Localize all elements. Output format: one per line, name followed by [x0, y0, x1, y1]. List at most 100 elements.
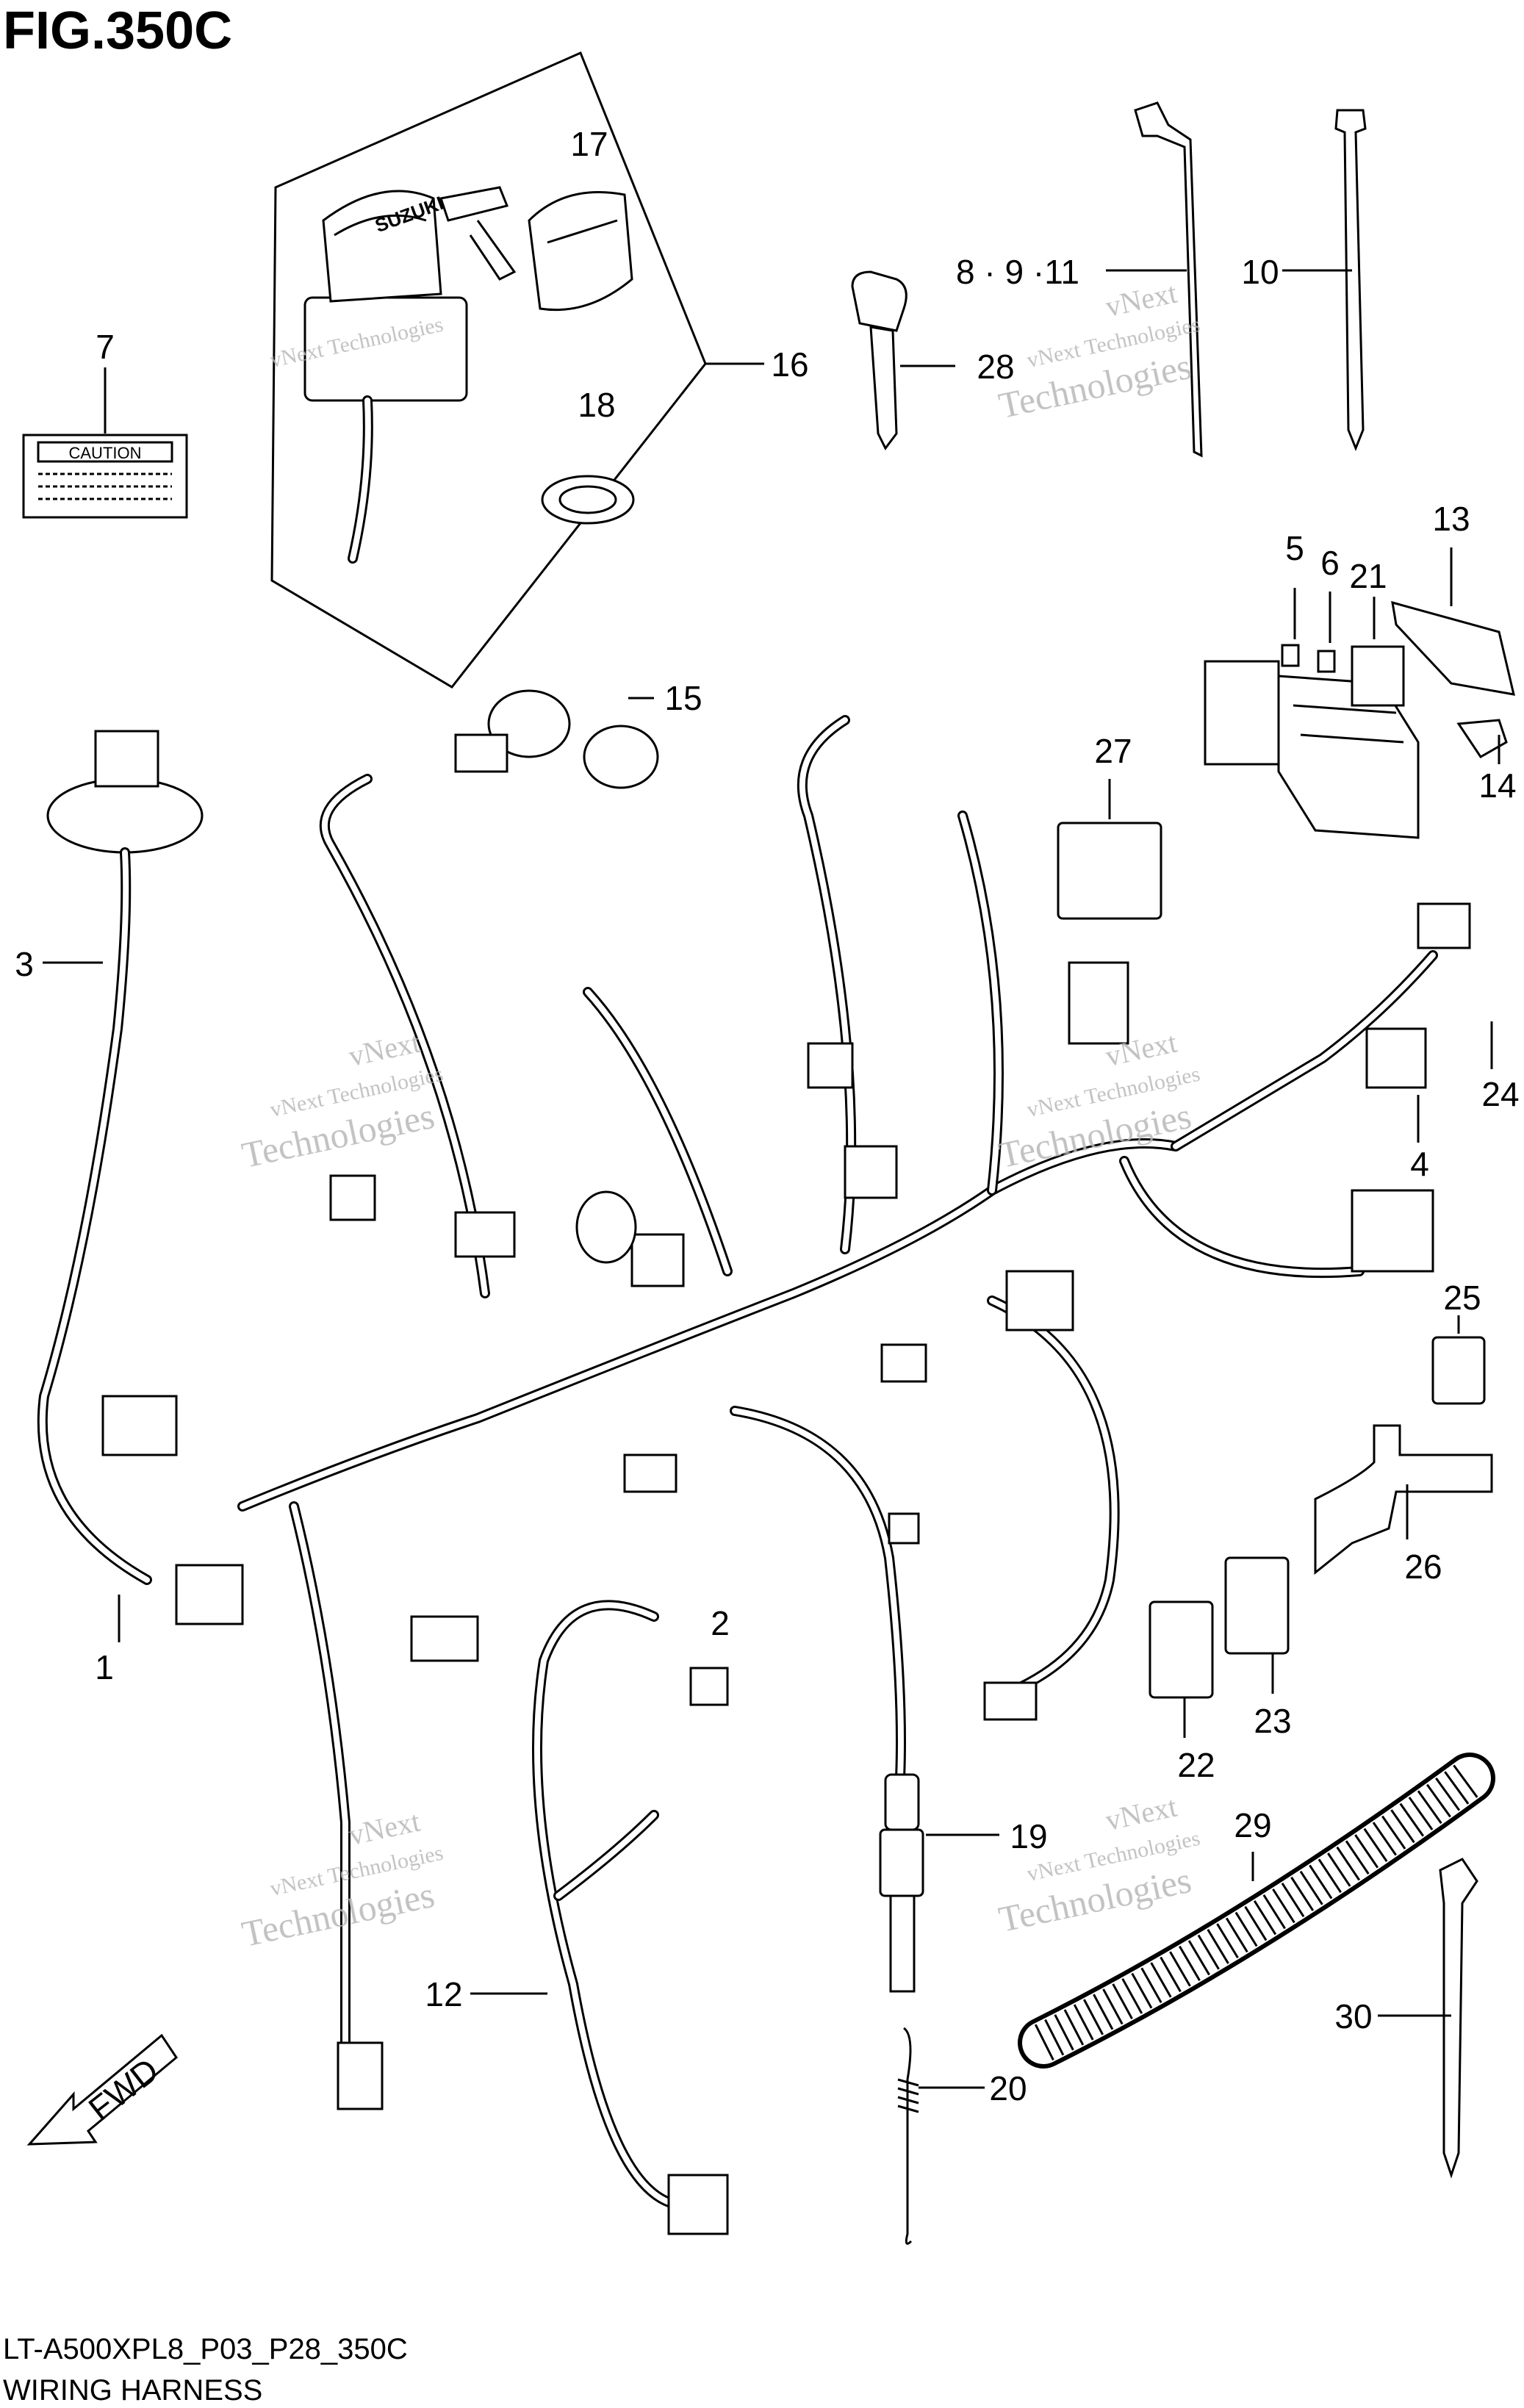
harness-connector — [1068, 961, 1129, 1045]
part-label-7: 7 — [96, 328, 115, 366]
o2-sensor-hex — [879, 1828, 924, 1897]
round-connector — [575, 1190, 637, 1264]
part-label-28: 28 — [977, 348, 1014, 386]
spring-20 — [897, 2027, 985, 2245]
harness-connector — [1417, 902, 1471, 949]
harness-branch-o2-sensor — [730, 1406, 906, 1783]
fuse-box-cover — [1204, 660, 1280, 766]
main-wiring-harness-1 — [101, 715, 1471, 2110]
key-head — [851, 270, 907, 332]
part-label-20: 20 — [989, 2069, 1027, 2107]
fuse-5 — [1281, 644, 1300, 667]
harness-connector — [410, 1615, 479, 1662]
corrugated-tube-29 — [1018, 1753, 1495, 2069]
socket-plug — [454, 733, 508, 773]
figure-code: LT-A500XPL8_P03_P28_350C — [3, 2333, 408, 2365]
part-label-19: 19 — [1010, 1817, 1047, 1855]
harness-connector — [623, 1453, 677, 1493]
clamp-14 — [1456, 719, 1508, 758]
cable-tie-30 — [1378, 1858, 1478, 2179]
fwd-arrow-shape — [26, 2033, 178, 2146]
part-label-4: 4 — [1410, 1145, 1429, 1183]
part-label-2: 2 — [711, 1604, 730, 1642]
harness-connector — [329, 1174, 376, 1221]
watermark-line: vNext — [346, 1804, 423, 1851]
part-label-23: 23 — [1254, 1702, 1291, 1740]
part-label-12: 12 — [425, 1975, 462, 2013]
part-label-3: 3 — [15, 945, 34, 983]
part-label-25: 25 — [1443, 1279, 1481, 1317]
part-label-16: 16 — [771, 345, 808, 384]
part-label-18: 18 — [578, 386, 615, 424]
harness-branch-lower-right — [987, 1295, 1120, 1695]
ignition-ring-18 — [541, 475, 635, 525]
harness-connector — [1005, 1270, 1074, 1331]
meter-harness-3 — [37, 730, 204, 1585]
couplers — [1149, 1315, 1486, 1738]
cable-tie-clip — [1439, 1858, 1478, 2179]
part-label-14: 14 — [1478, 766, 1516, 805]
figure-caption: WIRING HARNESS — [3, 2374, 262, 2407]
watermark-line: vNext — [1103, 276, 1180, 323]
meter-connector-plug — [94, 730, 159, 788]
caution-label-text: CAUTION — [69, 444, 142, 462]
part-label-21: 21 — [1349, 557, 1387, 595]
harness-connector — [1365, 1027, 1427, 1089]
coupler-22 — [1149, 1600, 1214, 1699]
socket-cap — [583, 725, 659, 789]
harness-connector — [101, 1395, 178, 1456]
bracket-13 — [1391, 600, 1515, 696]
part-label-22: 22 — [1177, 1746, 1215, 1784]
watermark-line: vNext — [346, 1025, 423, 1072]
part-label-27: 27 — [1094, 732, 1132, 770]
cable-ties — [1106, 101, 1367, 458]
harness-connector — [630, 1233, 685, 1287]
harness-connector — [337, 2041, 384, 2110]
coupler-2 — [888, 1512, 920, 1545]
spring-rod — [903, 2027, 913, 2245]
sub-harness-coupler — [667, 2174, 729, 2235]
part-label-26: 26 — [1404, 1548, 1442, 1586]
socket-15 — [454, 689, 659, 789]
harness-connector — [175, 1564, 244, 1625]
ignition-key — [439, 186, 509, 222]
coupler-25 — [1431, 1336, 1486, 1405]
key-28 — [851, 270, 955, 450]
part-labels: 1 2 3 4 5 6 7 8 · 9 ·11 10 12 13 14 15 1… — [15, 125, 1519, 2107]
ignition-cover-17 — [528, 191, 633, 312]
watermark-line: vNext — [1103, 1789, 1180, 1836]
relay-21 — [1351, 645, 1405, 707]
forward-arrow: FWD — [26, 2033, 178, 2146]
o2-sensor-head — [884, 1773, 920, 1831]
oxygen-sensor-19 — [879, 1773, 999, 1993]
figure-title: FIG.350C — [3, 1, 232, 60]
harness-connector — [983, 1681, 1038, 1721]
part-label-24: 24 — [1481, 1075, 1519, 1113]
part-label-29: 29 — [1234, 1806, 1271, 1844]
harness-connector — [454, 1211, 516, 1258]
cable-tie-10 — [1334, 109, 1367, 452]
part-label-8-9-11: 8 · 9 ·11 — [956, 253, 1079, 291]
part-label-15: 15 — [664, 679, 702, 717]
caution-label-7: CAUTION — [22, 367, 188, 519]
fuse-box-group — [1057, 547, 1515, 920]
ignition-switch-group — [270, 51, 764, 689]
key-blade — [869, 326, 898, 450]
ignition-group-outline — [270, 51, 707, 689]
coupler-23 — [1224, 1556, 1290, 1655]
o2-sensor-tip — [889, 1894, 916, 1993]
harness-connector — [844, 1145, 898, 1199]
caution-label-card — [22, 434, 188, 519]
harness-branch-lower-left — [289, 1501, 351, 2048]
harness-connector — [807, 1042, 854, 1089]
ignition-switch-cap — [322, 190, 442, 303]
harness-branch-upper-center — [797, 715, 857, 1254]
harness-connector — [880, 1343, 927, 1383]
cable-tie-8-9-11 — [1134, 101, 1203, 458]
relay-27 — [1057, 822, 1162, 920]
part-label-10: 10 — [1241, 253, 1279, 291]
part-label-17: 17 — [570, 125, 608, 163]
part-label-13: 13 — [1432, 500, 1470, 538]
